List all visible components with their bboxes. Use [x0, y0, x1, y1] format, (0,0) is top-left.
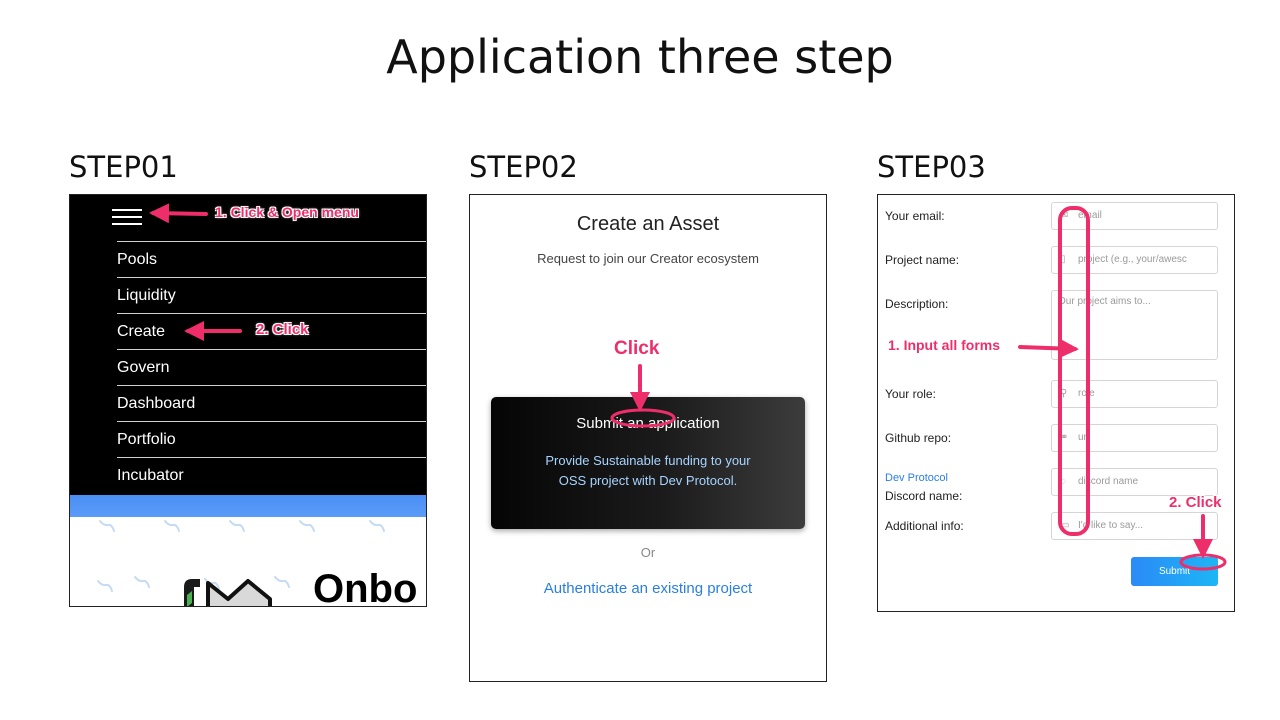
or-divider: Or: [640, 545, 656, 560]
mobile-nav-background: [70, 195, 426, 495]
nav-menu: Pools Liquidity Create Govern Dashboard …: [117, 241, 426, 493]
menu-item-create[interactable]: Create: [117, 313, 426, 349]
note-icon: ▭: [1060, 520, 1070, 531]
github-repo-field[interactable]: ⚭url: [1051, 424, 1218, 452]
menu-item-govern[interactable]: Govern: [117, 349, 426, 385]
annotation-click-create: 2. Click: [256, 321, 309, 338]
additional-info-label: Additional info:: [885, 519, 964, 533]
annotation-open-menu: 1. Click & Open menu: [215, 204, 359, 220]
file-icon: ▯: [1060, 254, 1066, 265]
email-label: Your email:: [885, 209, 945, 223]
menu-item-pools[interactable]: Pools: [117, 241, 426, 277]
link-icon: ⚭: [1060, 432, 1069, 443]
menu-item-liquidity[interactable]: Liquidity: [117, 277, 426, 313]
hamburger-menu-icon[interactable]: [112, 207, 142, 225]
annotation-input-forms: 1. Input all forms: [888, 337, 1001, 353]
step01-screenshot: Pools Liquidity Create Govern Dashboard …: [69, 194, 427, 607]
github-repo-label: Github repo:: [885, 431, 952, 445]
search-icon: ⚲: [1060, 388, 1068, 399]
mail-icon: ✉: [1060, 210, 1069, 221]
create-asset-subheading: Request to join our Creator ecosystem: [537, 251, 759, 266]
discord-name-field[interactable]: ◌discord name: [1051, 468, 1218, 496]
step03-screenshot: Your email: ✉email Project name: ▯projec…: [877, 194, 1235, 612]
email-field[interactable]: ✉email: [1051, 202, 1218, 230]
project-name-label: Project name:: [885, 253, 960, 267]
step03-label: STEP03: [877, 150, 986, 184]
role-label: Your role:: [885, 387, 936, 401]
dev-protocol-link[interactable]: Dev Protocol: [885, 472, 948, 484]
menu-item-incubator[interactable]: Incubator: [117, 457, 426, 493]
annotation-click-submit: 2. Click: [1169, 494, 1222, 511]
submit-button[interactable]: Submit: [1131, 557, 1218, 586]
page-title: Application three step: [386, 30, 894, 84]
annotation-click-card: Click: [614, 338, 660, 359]
role-field[interactable]: ⚲role: [1051, 380, 1218, 408]
card-description: Provide Sustainable funding to your OSS …: [545, 453, 751, 488]
description-label: Description:: [885, 297, 949, 311]
discord-icon: ◌: [1060, 476, 1066, 487]
additional-info-field[interactable]: ▭I'd like to say...: [1051, 512, 1218, 540]
card-title: Submit an application: [576, 415, 720, 432]
blue-banner-bar: [70, 495, 426, 517]
create-asset-heading: Create an Asset: [576, 213, 720, 235]
menu-item-portfolio[interactable]: Portfolio: [117, 421, 426, 457]
project-name-field[interactable]: ▯project (e.g., your/awesc: [1051, 246, 1218, 274]
step02-label: STEP02: [469, 150, 578, 184]
step01-label: STEP01: [69, 150, 178, 184]
dev-protocol-logo: [184, 579, 272, 606]
authenticate-existing-project-link[interactable]: Authenticate an existing project: [543, 580, 753, 597]
submit-application-card[interactable]: Submit an application Provide Sustainabl…: [491, 397, 805, 529]
description-textarea[interactable]: Our project aims to...: [1051, 290, 1218, 360]
discord-name-label: Discord name:: [885, 489, 963, 503]
menu-item-dashboard[interactable]: Dashboard: [117, 385, 426, 421]
step02-screenshot: Create an Asset Request to join our Crea…: [469, 194, 827, 682]
onboarding-heading: Onbo: [313, 567, 418, 607]
